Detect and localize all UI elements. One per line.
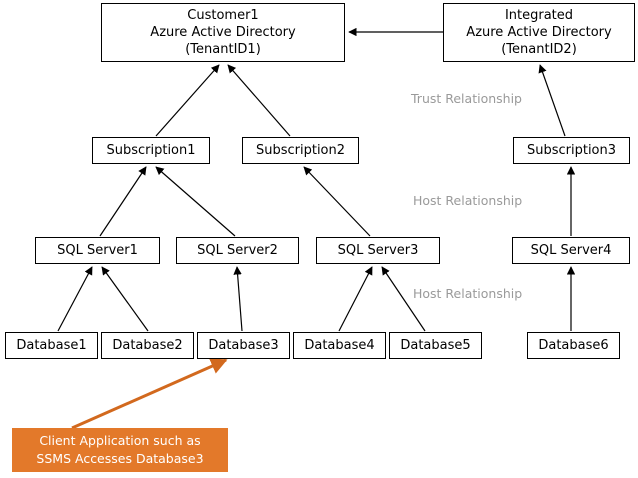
edge-database1-to-sqlserver1 — [57, 266, 93, 332]
edge-label-host-relationship-1: Host Relationship — [413, 193, 523, 208]
node-database6[interactable]: Database6 — [527, 332, 620, 359]
node-database1[interactable]: Database1 — [5, 332, 98, 359]
node-subscription3[interactable]: Subscription3 — [513, 137, 630, 164]
edge-database2-to-sqlserver1 — [101, 266, 149, 332]
node-integrated_aad[interactable]: Integrated Azure Active Directory (Tenan… — [443, 3, 635, 62]
edge-subscription2-to-customer1 — [227, 64, 291, 137]
edge-subscription3-to-integrated — [538, 64, 566, 137]
node-sqlserver4[interactable]: SQL Server4 — [512, 237, 630, 264]
edge-label-trust-relationship: Trust Relationship — [411, 91, 522, 106]
edge-sqlserver1-to-subscription1 — [99, 166, 147, 237]
node-database5[interactable]: Database5 — [389, 332, 482, 359]
node-database4[interactable]: Database4 — [293, 332, 386, 359]
node-customer1_aad[interactable]: Customer1 Azure Active Directory (Tenant… — [101, 3, 345, 62]
edge-label-host-relationship-2: Host Relationship — [413, 286, 523, 301]
node-database2[interactable]: Database2 — [101, 332, 194, 359]
node-subscription1[interactable]: Subscription1 — [92, 137, 210, 164]
callout-arrow — [71, 358, 228, 430]
edge-database4-to-sqlserver3 — [338, 266, 373, 332]
node-subscription2[interactable]: Subscription2 — [242, 137, 359, 164]
edge-subscription1-to-customer1 — [155, 64, 220, 137]
edge-sqlserver3-to-subscription2 — [303, 166, 371, 237]
edge-sqlserver2-to-subscription1 — [155, 166, 236, 237]
node-sqlserver2[interactable]: SQL Server2 — [176, 237, 299, 264]
node-database3[interactable]: Database3 — [197, 332, 290, 359]
node-sqlserver3[interactable]: SQL Server3 — [316, 237, 440, 264]
node-sqlserver1[interactable]: SQL Server1 — [35, 237, 160, 264]
client-application-callout: Client Application such as SSMS Accesses… — [12, 428, 228, 472]
edge-database3-to-sqlserver2 — [233, 266, 243, 332]
